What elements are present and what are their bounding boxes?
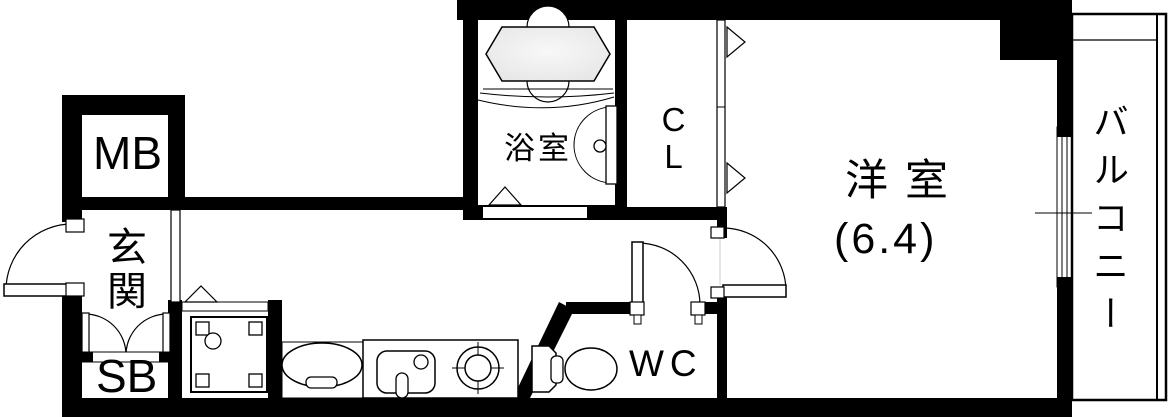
bathroom-label: 浴室	[504, 131, 572, 166]
kitchen-counter	[362, 339, 519, 399]
shoebox-door-leaf-right	[162, 312, 171, 356]
toilet-seat-hinge	[550, 355, 564, 384]
closet-label: CL	[655, 101, 692, 175]
entrance-door-arc	[5, 223, 73, 291]
bathroom-door-knob	[593, 139, 607, 153]
bathroom-door-leaf	[605, 105, 618, 185]
wall-left-lower	[62, 292, 82, 404]
closet-door-triangle-top	[726, 25, 746, 59]
wall-top	[457, 0, 1072, 20]
main-room-size-label: (6.4)	[834, 215, 938, 263]
shoebox-threshold-cap-right	[159, 352, 170, 362]
room-door	[710, 226, 787, 299]
room-door-arc	[722, 227, 787, 292]
shoe-box-label: SB	[96, 350, 158, 402]
wall-pan-left	[168, 300, 182, 398]
room-door-jamb-top	[710, 226, 725, 239]
room-door-leaf	[722, 284, 787, 298]
wall-roomdoor-top-post	[717, 207, 727, 238]
wall-cl-bottom	[627, 207, 727, 220]
pan-entry-triangle	[183, 285, 219, 303]
wc-door-jamb-right	[690, 301, 706, 316]
wash-basin	[281, 341, 364, 399]
wall-left-upper	[62, 95, 82, 222]
wall-bottom	[62, 398, 1072, 417]
window-cap-top	[1057, 127, 1072, 137]
closet-door-triangle-bottom	[726, 161, 746, 195]
meter-box-label: MB	[93, 127, 162, 179]
shoebox-threshold-cap-left	[82, 352, 93, 362]
wall-bath-left	[463, 14, 478, 210]
entrance-door-leaf	[3, 283, 73, 297]
bathtub-deck-curve-1	[479, 92, 615, 98]
entrance-door	[3, 218, 85, 297]
shoebox-door-arc-right	[125, 313, 168, 356]
wc-door-jamb-left-foot	[633, 314, 642, 325]
closet-partition-line	[716, 19, 726, 208]
balcony-border	[1070, 12, 1168, 402]
pan-threshold	[181, 301, 269, 312]
wall-roomdoor-bottom	[717, 287, 727, 398]
bathroom-door	[573, 105, 618, 185]
stove-burner-inner	[464, 354, 492, 382]
pan-corner-tr	[248, 321, 263, 336]
entrance-door-jamb-top	[65, 218, 85, 233]
balcony-outline	[1070, 12, 1168, 402]
wc-door-arc	[637, 242, 701, 306]
toilet-tank	[531, 345, 557, 393]
sink-faucet	[395, 372, 409, 399]
shoebox-door-arc-left	[84, 313, 127, 356]
toilet	[531, 345, 618, 393]
entrance-door-jamb-bottom	[65, 282, 85, 297]
balcony-window	[1035, 126, 1092, 288]
bathroom-entry	[483, 186, 587, 218]
main-room-label: 洋室	[845, 157, 965, 205]
bathroom-door-arc	[573, 106, 613, 184]
toilet-bowl	[564, 347, 618, 391]
wall-wc-top-left	[566, 302, 644, 314]
bathtub-deck-curve-2	[477, 96, 615, 109]
bathtub-body	[485, 26, 611, 82]
pan-corner-br	[248, 373, 263, 388]
bathroom-threshold	[483, 207, 587, 218]
wall-mb-right	[168, 95, 185, 210]
basin-faucet	[305, 376, 338, 389]
wc-door-jamb-right-foot	[694, 314, 703, 325]
window-cap-bottom	[1057, 277, 1072, 287]
stove-burner-outer	[456, 346, 500, 390]
wall-bath-right	[615, 14, 627, 220]
bathroom-entry-triangle	[487, 186, 523, 206]
closet-partition	[716, 19, 746, 208]
washing-machine-pan	[181, 285, 269, 393]
pan-corner-bl	[195, 373, 210, 388]
room-door-jamb-bottom	[710, 286, 725, 299]
entrance-label: 玄関	[101, 226, 145, 314]
entrance-step	[170, 209, 181, 303]
wall-pan-right	[268, 300, 282, 398]
toilet-label: WC	[629, 343, 703, 384]
shoebox-doors	[81, 312, 171, 363]
balcony-label: バルコニー	[1088, 103, 1129, 343]
wc-door-leaf	[631, 241, 644, 307]
wall-right-upper	[1057, 18, 1072, 127]
pillar-notch	[1000, 14, 1057, 60]
wall-right-lower	[1057, 287, 1072, 402]
pan-corner-tl	[195, 321, 210, 336]
window-glass	[1056, 126, 1073, 288]
sink-faucet-knob	[413, 354, 429, 370]
wall-corridor-top	[62, 197, 478, 210]
pan-drain	[204, 332, 222, 350]
wc-door-jamb-left	[629, 301, 645, 316]
bathtub	[477, 5, 615, 109]
wc-door	[629, 241, 706, 325]
shoebox-door-leaf-left	[81, 312, 90, 356]
wall-mb-top	[62, 95, 185, 115]
